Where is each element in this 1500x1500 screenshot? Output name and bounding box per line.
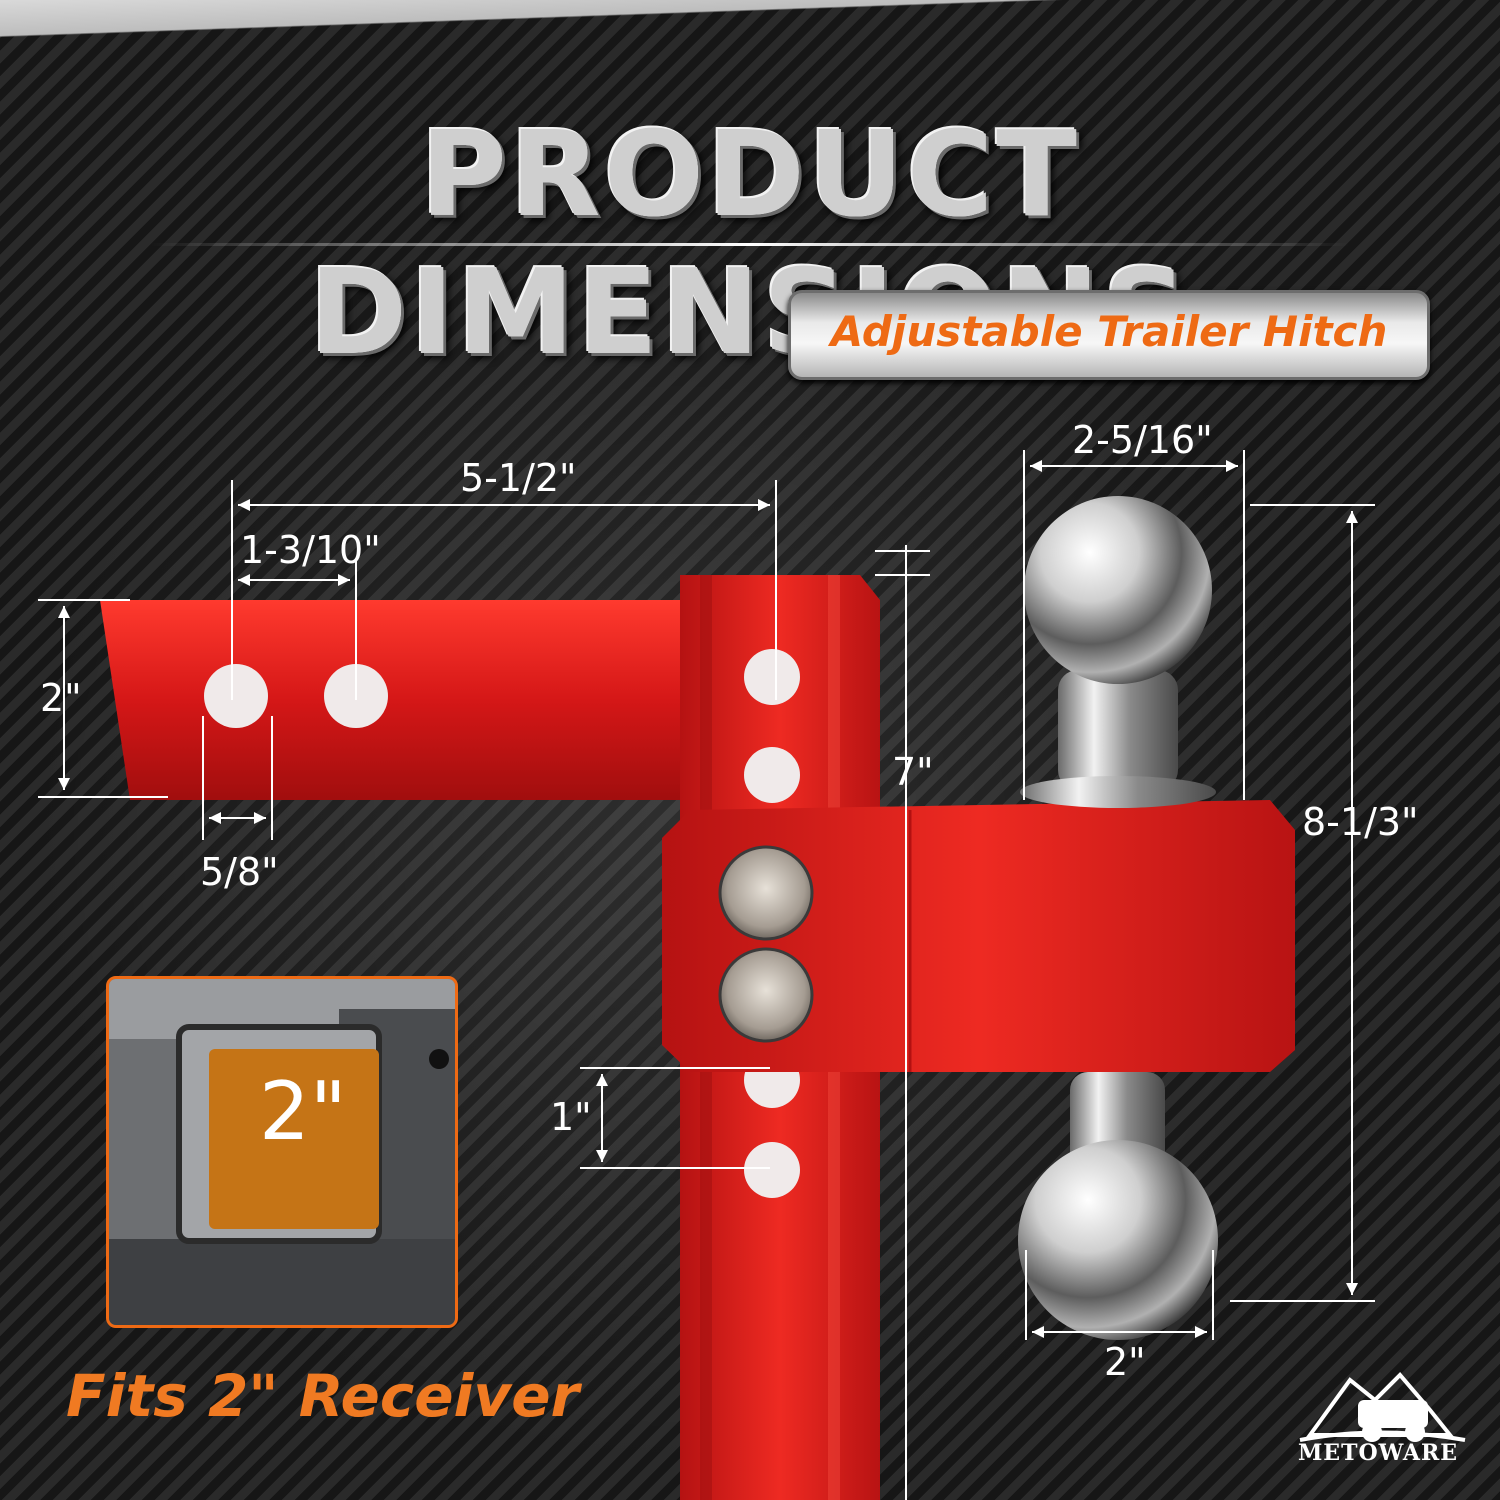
lock-pin-2 <box>718 947 814 1043</box>
ball-mount-block <box>662 800 1295 1072</box>
fits-receiver-label: Fits 2" Receiver <box>66 1362 580 1430</box>
dim-shank-height-label: 2" <box>40 676 82 720</box>
dimension-arrows <box>58 460 1358 1338</box>
dim-hole-pitch-label: 1" <box>550 1095 592 1139</box>
subtitle-badge: Adjustable Trailer Hitch <box>788 290 1430 380</box>
brand-name: METOWARE <box>1297 1440 1459 1466</box>
brand-logo-mark <box>1299 1372 1466 1442</box>
dim-shank-length-label: 5-1/2" <box>460 456 577 500</box>
upper-ball <box>1024 496 1212 684</box>
dim-overall-width-label: 2-5/16" <box>1072 418 1213 462</box>
receiver-size-label: 2" <box>259 1065 347 1158</box>
dim-hole-spacing-label: 1-3/10" <box>240 528 381 572</box>
dim-ball-diameter-label: 2" <box>1104 1340 1146 1384</box>
title-underline <box>150 243 1350 246</box>
subtitle-badge-label: Adjustable Trailer Hitch <box>830 307 1388 356</box>
dimension-lines <box>38 450 1375 1340</box>
drop-hole-1 <box>744 649 800 705</box>
lock-pin-1 <box>718 845 814 941</box>
hitch-shank <box>100 600 690 800</box>
dim-drop-height-label: 7" <box>892 750 934 794</box>
drop-dimension-line <box>905 581 907 1500</box>
drop-hole-4 <box>744 1142 800 1198</box>
lower-ball <box>1018 1140 1218 1340</box>
upper-ball-neck <box>1058 670 1178 790</box>
drop-hole-2 <box>744 747 800 803</box>
receiver-inset-photo: 2" <box>106 976 458 1328</box>
dim-overall-height-label: 8-1/3" <box>1302 800 1419 844</box>
shank-hole-1 <box>204 664 268 728</box>
top-accent-band <box>0 0 1500 110</box>
dim-hole-diameter-label: 5/8" <box>200 850 279 894</box>
